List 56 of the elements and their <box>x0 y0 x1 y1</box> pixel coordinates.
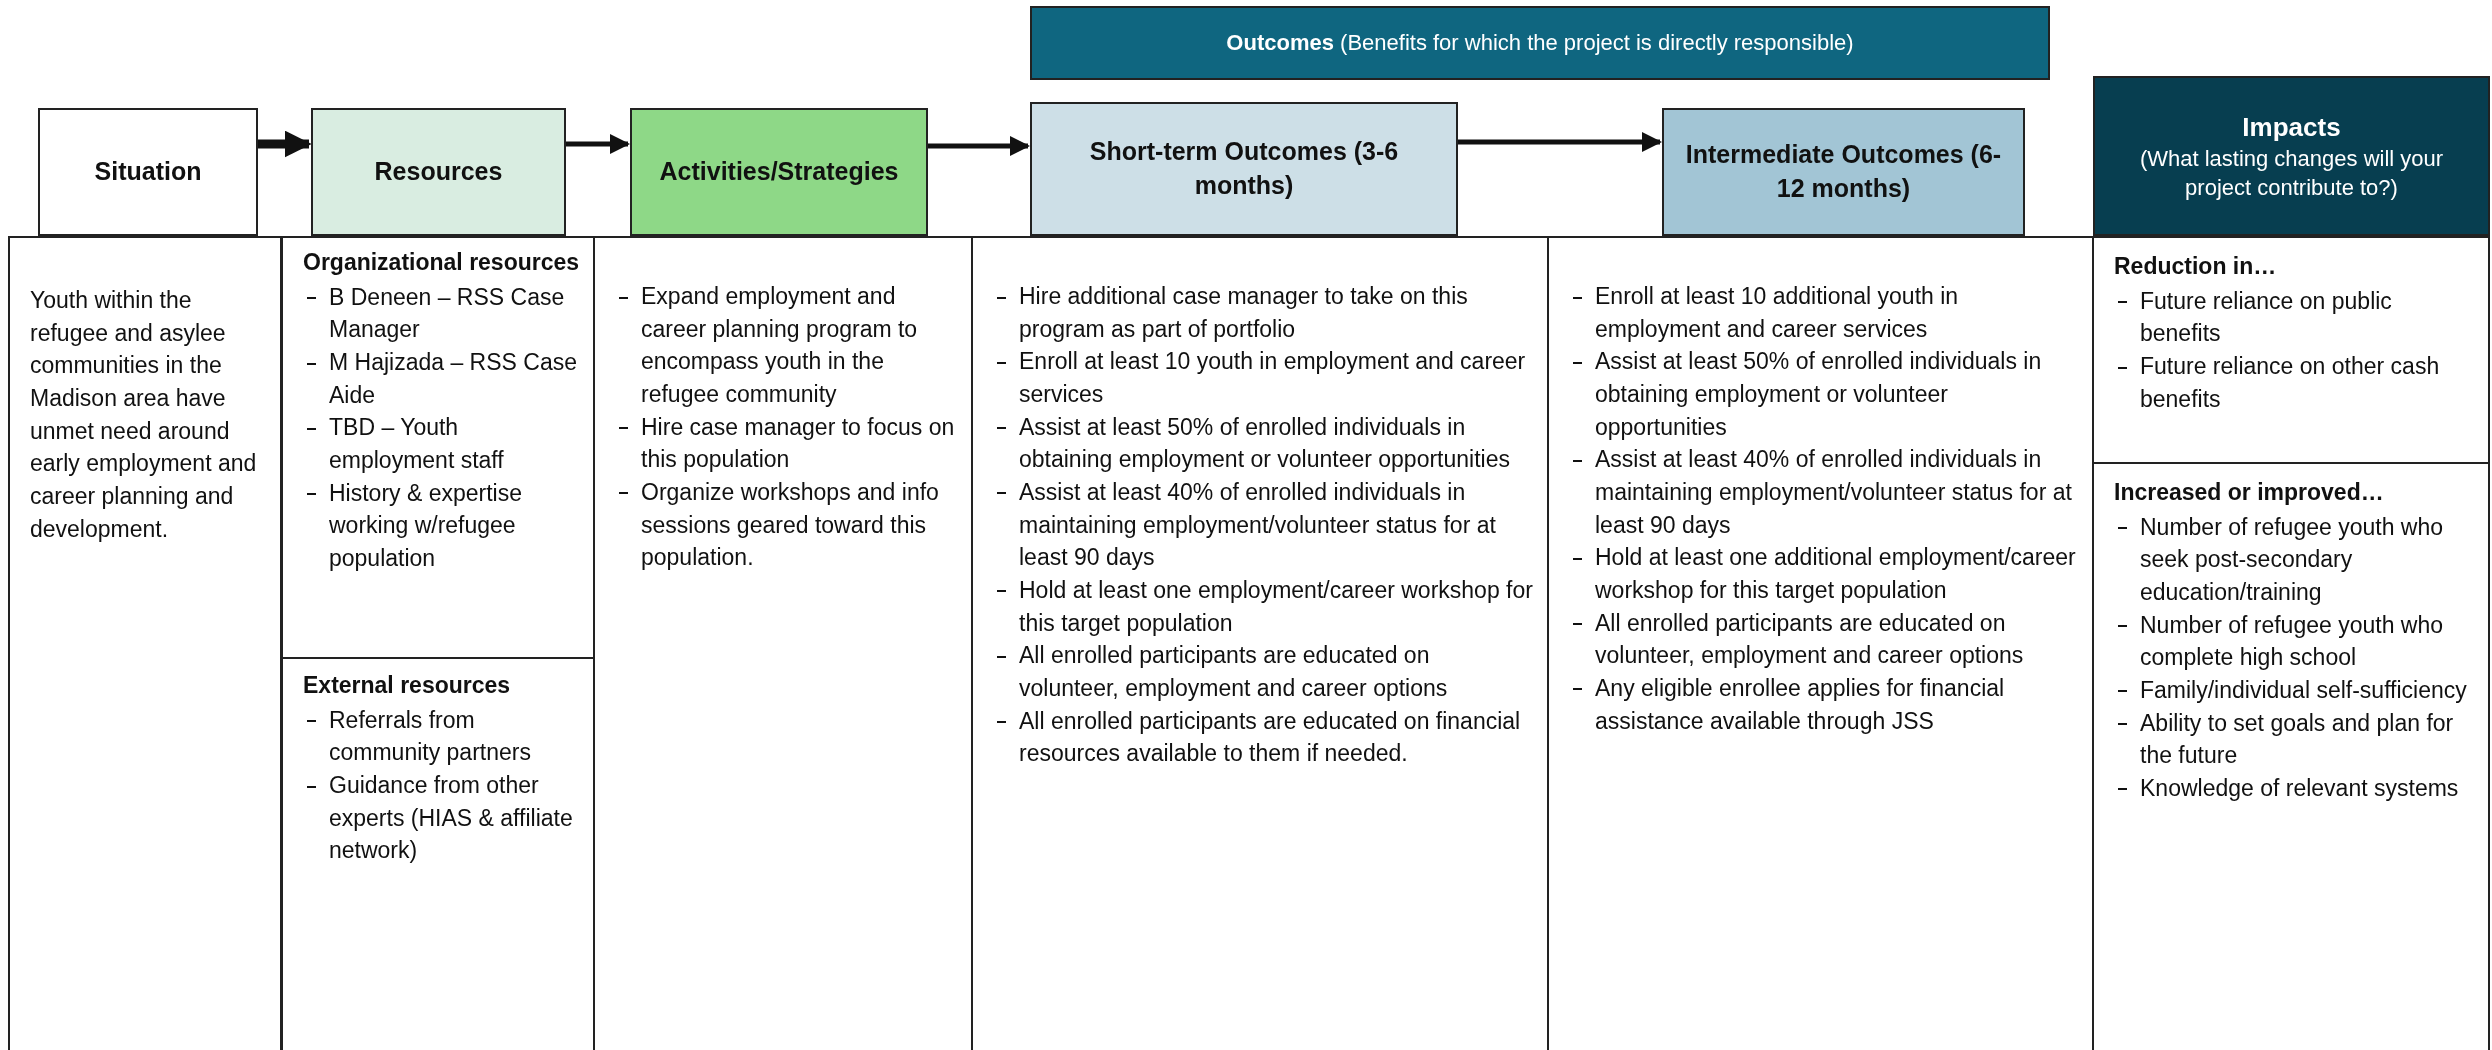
list-item: Assist at least 40% of enrolled individuals in maintaining employment/volunteer status for at least 90 days <box>1595 446 2072 538</box>
list-item: Number of refugee youth who seek post-secondary education/training <box>2140 513 2443 605</box>
header-title: Activities/Strategies <box>659 156 899 188</box>
list-item: Number of refugee youth who complete high school <box>2140 611 2443 671</box>
banner-text: Outcomes (Benefits for which the project is directly responsible) <box>1226 29 1854 58</box>
stage-header-box <box>311 108 566 236</box>
list-item: Knowledge of relevant systems <box>2140 774 2459 801</box>
list-panel <box>2092 236 2490 464</box>
stage-header-box <box>1662 108 2025 236</box>
arrow <box>1458 132 1662 152</box>
list-item: Family/individual self-sufficiency <box>2140 676 2467 703</box>
header-title: Situation <box>94 156 202 188</box>
stage-header-box <box>630 108 928 236</box>
header-title: Intermediate Outcomes (6-12 months) <box>1684 139 2003 204</box>
list-item: Ability to set goals and plan for the future <box>2140 709 2454 769</box>
section-heading: Reduction in… <box>2114 252 2278 281</box>
list-item: Hold at least one employment/career workshop for this target population <box>1019 576 1533 636</box>
list-item: B Deneen – RSS Case Manager <box>329 283 565 343</box>
list-item: Future reliance on other cash benefits <box>2140 352 2440 412</box>
list-item: Any eligible enrollee applies for financial assistance available through JSS <box>1595 674 2005 734</box>
list-item: Enroll at least 10 youth in employment and career services <box>1019 348 1526 407</box>
arrow <box>258 130 312 158</box>
section-heading: Organizational resources <box>303 248 581 277</box>
list-item: M Hajizada – RSS Case Aide <box>329 348 577 408</box>
list-item: Referrals from community partners <box>329 706 531 766</box>
stage-header-box <box>1030 102 1458 236</box>
header-title: Resources <box>374 156 503 188</box>
list-item: Enroll at least 10 additional youth in employment and career services <box>1595 283 1959 342</box>
list-item: History & expertise working w/refugee population <box>329 479 522 571</box>
header-subtitle: (What lasting changes will your project contribute to?) <box>2138 144 2445 202</box>
situation-text: Youth within the refugee and asylee communities in the Madison area have unmet need around early employment and career planning and development. <box>30 286 258 544</box>
list-item: Future reliance on public benefits <box>2140 287 2392 347</box>
list-item: Expand employment and career planning program to encompass youth in the refugee community <box>641 283 918 407</box>
section-heading: Increased or improved… <box>2114 478 2385 507</box>
list-item: TBD – Youth employment staff <box>329 414 504 473</box>
list-item: Guidance from other experts (HIAS & affiliate network) <box>329 771 573 864</box>
list-item: Assist at least 50% of enrolled individuals in obtaining employment or volunteer opportunities <box>1595 348 2042 440</box>
list-item: Hire additional case manager to take on this program as part of portfolio <box>1019 283 1468 342</box>
header-title: Impacts <box>2242 110 2341 144</box>
list-item: All enrolled participants are educated on volunteer, employment and career options <box>1019 642 1448 701</box>
stage-header-box <box>38 108 258 236</box>
header-title: Short-term Outcomes (3-6 months) <box>1088 136 1400 201</box>
list-item: Assist at least 40% of enrolled individuals in maintaining employment/volunteer status for at least 90 days <box>1019 478 1496 571</box>
impacts-header-box <box>2093 76 2490 236</box>
list-item: Assist at least 50% of enrolled individuals in obtaining employment or volunteer opportunities <box>1019 413 1510 473</box>
list-item: All enrolled participants are educated on volunteer, employment and career options <box>1595 609 2024 669</box>
list-panel <box>281 236 595 659</box>
outcomes-banner <box>1030 6 2050 80</box>
list-item: Hire case manager to focus on this population <box>641 413 955 473</box>
list-item: All enrolled participants are educated on financial resources available to them if needed. <box>1019 707 1521 767</box>
situation-panel <box>8 236 282 1050</box>
arrow <box>566 134 630 154</box>
list-item: Hold at least one additional employment/career workshop for this target population <box>1595 544 2076 603</box>
list-item: Organize workshops and info sessions geared toward this population. <box>641 478 939 571</box>
arrow <box>928 136 1030 156</box>
section-heading: External resources <box>303 671 512 700</box>
